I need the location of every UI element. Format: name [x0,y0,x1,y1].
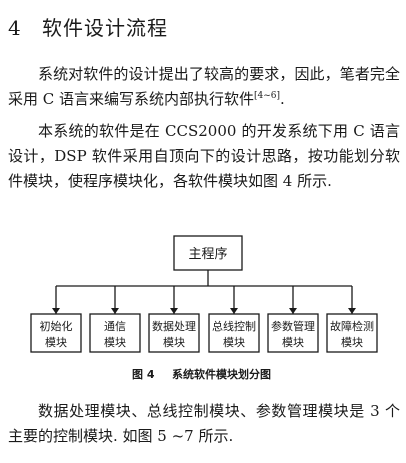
module-diagram: 主程序 初始化 模块 通信 模块 数据处理 模块 总线控制 模块 参数管理 模块… [30,235,378,381]
paragraph-1-end: . [280,90,285,108]
arrow-head [111,308,119,314]
figure-caption-label: 图 4 [132,368,155,381]
module-label-bus: 总线控制 [212,319,256,333]
paragraph-1-text: 系统对软件的设计提出了较高的要求，因此，笔者完全采用 C 语言来编写系统内部执行… [8,65,400,108]
figure-caption-text: 系统软件模块划分图 [172,367,271,381]
paragraph-3: 数据处理模块、总线控制模块、参数管理模块是 3 个主要的控制模块. 如图 5 ~… [8,402,400,445]
arrow-head [230,308,238,314]
module-label-data: 数据处理 [152,319,196,333]
section-title: 软件设计流程 [42,16,168,40]
module-label-bus-2: 模块 [223,336,245,349]
arrow-head [348,308,356,314]
module-label-init-2: 模块 [45,336,67,349]
arrow-head [52,308,60,314]
module-label-fault: 故障检测 [330,319,374,333]
module-label-comm-2: 模块 [104,336,126,349]
paragraph-2: 本系统的软件是在 CCS2000 的开发系统下用 C 语言设计，DSP 软件采用… [8,122,400,190]
citation-ref: [4~6] [254,91,281,101]
module-label-fault-2: 模块 [341,336,363,349]
root-label: 主程序 [188,247,227,262]
module-label-comm: 通信 [104,320,126,333]
section-heading: 4 软件设计流程 [8,12,168,41]
paragraph-1: 系统对软件的设计提出了较高的要求，因此，笔者完全采用 C 语言来编写系统内部执行… [8,62,400,112]
section-number: 4 [8,16,22,40]
arrow-head [170,308,178,314]
module-label-param-2: 模块 [282,336,304,349]
arrow-head [289,308,297,314]
module-label-init: 初始化 [40,319,73,333]
module-label-data-2: 模块 [163,336,185,349]
module-label-param: 参数管理 [271,319,315,333]
